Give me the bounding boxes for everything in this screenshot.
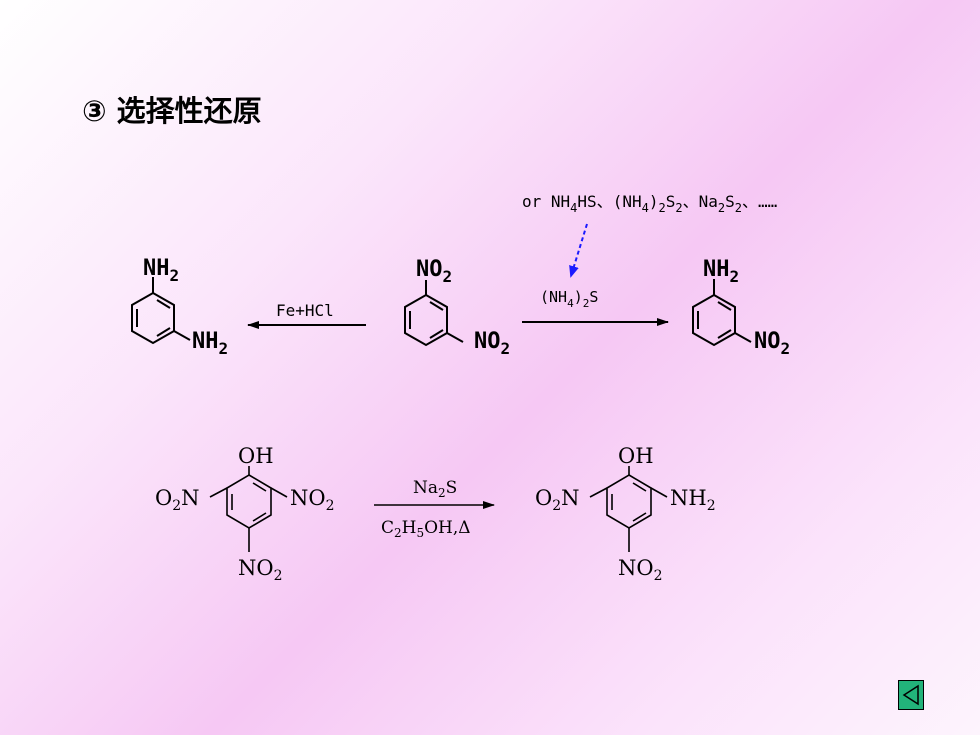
right-product-side-group: NO2 (754, 329, 790, 358)
right-arrow-label: (NH4)2S (540, 288, 598, 310)
ring-right-product (692, 279, 752, 347)
reaction2-reagent-top: Na2S (413, 478, 457, 500)
reactant-top-group: NO2 (416, 257, 452, 286)
picric-left-no2: O2N (155, 486, 200, 514)
ring-left-product (131, 277, 191, 345)
picramic-left-no2: O2N (535, 486, 580, 514)
picramic-right-nh2: NH2 (670, 486, 716, 514)
picramic-oh: OH (618, 444, 654, 468)
picric-oh: OH (238, 444, 274, 468)
picric-right-no2: NO2 (290, 486, 335, 514)
page-title: ③ 选择性还原 (82, 94, 262, 128)
alternative-reagents: or NH4HS、(NH4)2S2、Na2S2、…… (522, 192, 777, 215)
ring-picric-acid (209, 466, 288, 552)
left-product-top-group: NH2 (143, 256, 179, 285)
right-product-top-group: NH2 (703, 257, 739, 286)
reactant-side-group: NO2 (474, 329, 510, 358)
left-arrow-label: Fe+HCl (276, 301, 334, 320)
ring-reactant (404, 280, 464, 347)
picramic-bottom-no2: NO2 (618, 556, 663, 584)
left-product-side-group: NH2 (192, 329, 228, 358)
triangle-left-icon (902, 684, 919, 706)
back-button[interactable] (898, 680, 924, 710)
picric-bottom-no2: NO2 (238, 556, 283, 584)
alternative-reagent-arrow (569, 223, 588, 278)
ring-picramic-acid (589, 466, 668, 552)
reaction2-reagent-bottom: C2H5OH,Δ (381, 518, 471, 540)
